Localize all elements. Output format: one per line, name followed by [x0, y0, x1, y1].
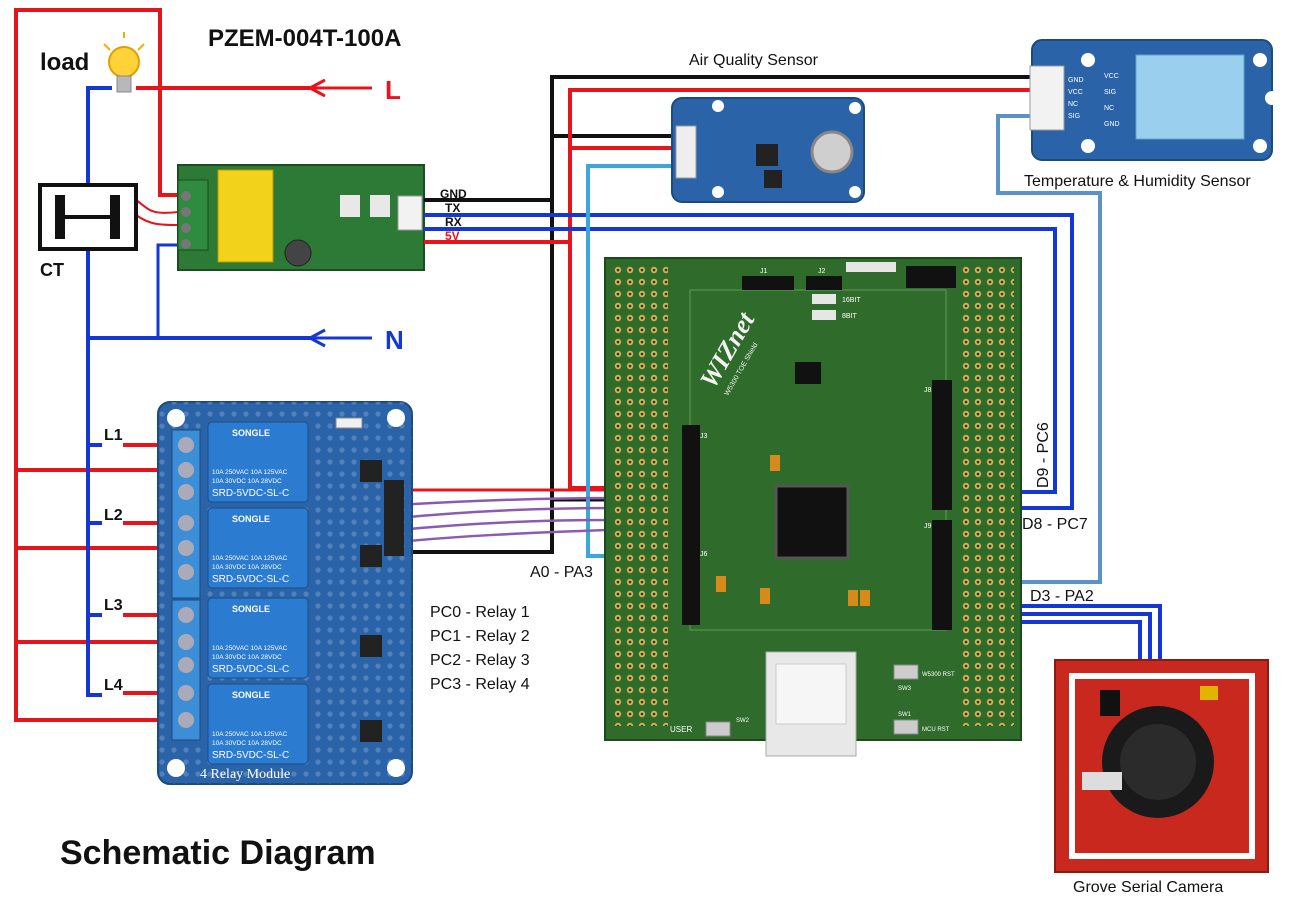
th-pin-left-1: GND [1068, 77, 1084, 84]
relay-labels: SONGLE 10A 250VAC 10A 125VAC 10A 30VDC 1… [200, 428, 290, 782]
line-arrow [306, 78, 372, 98]
camera-label: Grove Serial Camera [1073, 879, 1223, 896]
th-pin-left-3: NC [1068, 101, 1078, 108]
power-wiring [14, 8, 312, 722]
meter-pin-tx: TX [445, 201, 460, 215]
button-w5300-rst: W5300 RST [922, 672, 955, 678]
relay-part: SRD-5VDC-SL-C [212, 574, 289, 585]
neutral-label: N [385, 325, 404, 355]
th-pin-left-4: SIG [1068, 113, 1080, 120]
channel-l3: L3 [104, 597, 123, 614]
button-user: USER [670, 725, 692, 734]
th-pin-labels: GND VCC NC SIG VCC SIG NC GND [1068, 73, 1120, 128]
bit-16: 16BIT [842, 297, 861, 304]
header-j2: J2 [818, 268, 826, 275]
pin-label-d9: D9 - PC6 [1035, 422, 1052, 488]
line-label: L [385, 75, 401, 105]
relay-part: SRD-5VDC-SL-C [212, 664, 289, 675]
relay-map-3: PC2 - Relay 3 [430, 652, 530, 669]
pin-label-d3: D3 - PA2 [1030, 588, 1094, 605]
relay-rating-2: 10A 30VDC 10A 28VDC [212, 740, 282, 747]
red-load-wire [158, 8, 180, 197]
button-mcu-rst: MCU RST [922, 727, 950, 733]
header-j3: J3 [700, 433, 708, 440]
th-pin-right-1: VCC [1104, 73, 1119, 80]
meter-pin-rx: RX [445, 215, 462, 229]
neutral-arrow [306, 328, 372, 348]
relay-brand: SONGLE [232, 428, 270, 438]
relay-module-label: 4 Relay Module [200, 767, 290, 782]
relay-rating-1: 10A 250VAC 10A 125VAC [212, 645, 288, 652]
th-sensor-label: Temperature & Humidity Sensor [1024, 173, 1251, 190]
diagram-title: Schematic Diagram [60, 834, 376, 872]
wiznet-board [604, 257, 1022, 757]
relay-brand: SONGLE [232, 604, 270, 614]
relay-brand: SONGLE [232, 690, 270, 700]
blue-neutral-wire [86, 86, 112, 697]
header-j9: J9 [924, 523, 932, 530]
button-sw2: SW2 [736, 718, 750, 724]
channel-l4: L4 [104, 677, 123, 694]
th-pin-left-2: VCC [1068, 89, 1083, 96]
temp-humidity-sensor [1029, 39, 1279, 161]
red-line-wire [14, 8, 184, 722]
wiznet-labels: WIZnet W5300 TOE Shield J1 J2 J3 J6 J8 J… [670, 268, 955, 734]
channel-l2: L2 [104, 507, 123, 524]
relay-map-1: PC0 - Relay 1 [430, 604, 530, 621]
relay-map-2: PC1 - Relay 2 [430, 628, 530, 645]
th-pin-right-4: GND [1104, 121, 1120, 128]
air-sensor-label: Air Quality Sensor [689, 52, 819, 69]
th-pin-right-3: NC [1104, 105, 1114, 112]
header-j8: J8 [924, 387, 932, 394]
relay-module [157, 401, 413, 785]
header-j6: J6 [700, 551, 708, 558]
pzem-board [177, 164, 425, 271]
meter-pin-5v: 5V [445, 229, 460, 243]
relay-rating-1: 10A 250VAC 10A 125VAC [212, 555, 288, 562]
header-j1: J1 [760, 268, 768, 275]
bit-8: 8BIT [842, 313, 858, 320]
button-sw1: SW1 [898, 712, 912, 718]
relay-map-4: PC3 - Relay 4 [430, 676, 530, 693]
meter-model: PZEM-004T-100A [208, 25, 401, 52]
relay-rating-2: 10A 30VDC 10A 28VDC [212, 564, 282, 571]
serial-camera [1054, 659, 1269, 873]
meter-pin-gnd: GND [440, 187, 467, 201]
load-label: load [40, 49, 89, 76]
pin-label-d8: D8 - PC7 [1022, 516, 1088, 533]
relay-part: SRD-5VDC-SL-C [212, 750, 289, 761]
relay-rating-2: 10A 30VDC 10A 28VDC [212, 654, 282, 661]
channel-l1: L1 [104, 427, 123, 444]
relay-part: SRD-5VDC-SL-C [212, 488, 289, 499]
ct-label: CT [40, 260, 64, 280]
th-pin-right-2: SIG [1104, 89, 1116, 96]
ct-sensor [38, 183, 138, 251]
pin-label-a0: A0 - PA3 [530, 564, 593, 581]
relay-rating-1: 10A 250VAC 10A 125VAC [212, 469, 288, 476]
relay-rating-2: 10A 30VDC 10A 28VDC [212, 478, 282, 485]
bulb-icon [103, 32, 145, 93]
relay-rating-1: 10A 250VAC 10A 125VAC [212, 731, 288, 738]
relay-brand: SONGLE [232, 514, 270, 524]
button-sw3: SW3 [898, 686, 912, 692]
air-quality-sensor [671, 97, 865, 203]
